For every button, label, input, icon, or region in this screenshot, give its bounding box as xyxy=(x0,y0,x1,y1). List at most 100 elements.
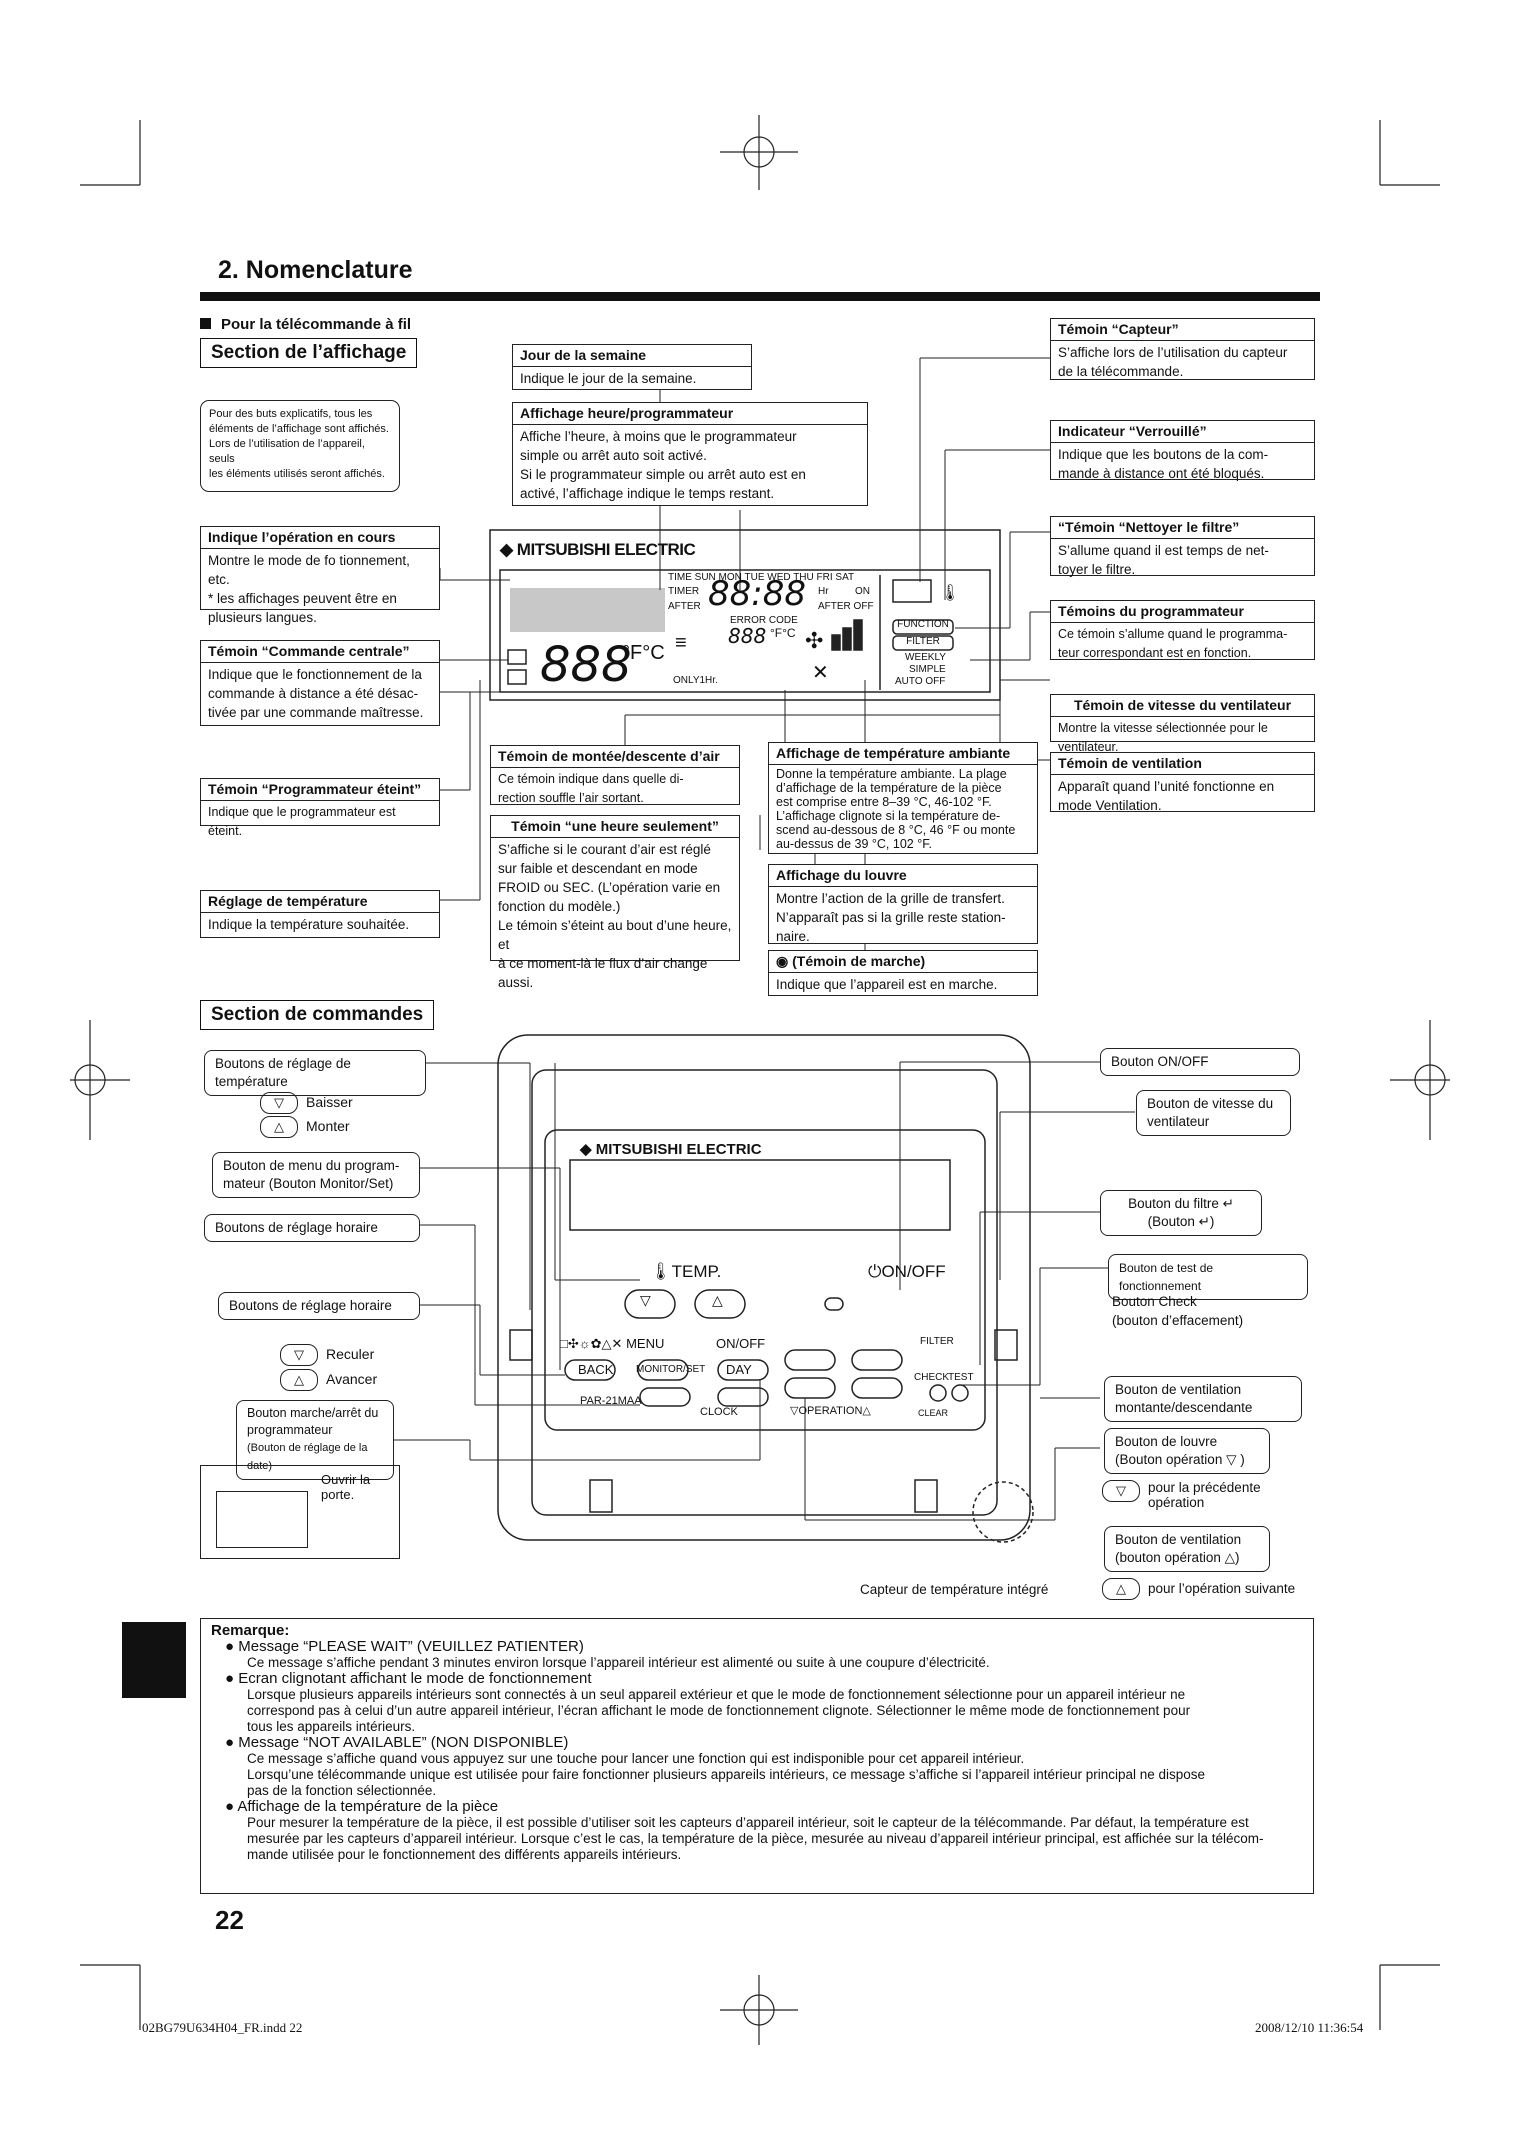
title-rule xyxy=(200,292,1320,301)
lcd-set-temp-unit: °F°C xyxy=(622,642,665,664)
label-fan-speed-button: Bouton de vitesse du ventilateur xyxy=(1136,1090,1291,1136)
lcd-timer: TIMER xyxy=(668,586,700,597)
label-ventilation-button: Bouton de ventilation (bouton opération … xyxy=(1104,1526,1270,1572)
clear-button[interactable]: CLEAR xyxy=(918,1408,949,1418)
explanatory-note: Pour des buts explicatifs, tous les élém… xyxy=(200,400,400,492)
section-controls-title: Section de commandes xyxy=(200,1000,435,1030)
door-illustration: Ouvrir la porte. xyxy=(200,1465,400,1559)
lcd-filter: FILTER xyxy=(906,636,940,647)
box-central-control: Témoin “Commande centrale”Indique que le… xyxy=(200,640,440,726)
remote-temp-label: 🌡TEMP. xyxy=(650,1262,722,1281)
label-filter-button: Bouton du filtre ↵ (Bouton ↵) xyxy=(1100,1190,1262,1236)
lcd-on: ON xyxy=(855,586,870,597)
check-button[interactable]: CHECK xyxy=(914,1372,950,1383)
label-menu-button: Bouton de menu du program- mateur (Bouto… xyxy=(212,1152,420,1198)
mitsubishi-logo-icon: ◆ xyxy=(580,1141,596,1158)
day-button[interactable]: DAY xyxy=(726,1362,752,1377)
label-time-buttons-2: Boutons de réglage horaire xyxy=(218,1292,420,1320)
clock-button[interactable]: CLOCK xyxy=(700,1406,738,1418)
temp-down-button[interactable]: ▽ xyxy=(640,1292,651,1308)
ventilation-icon: ✕ xyxy=(812,662,829,684)
label-test-button: Bouton de test de fonctionnement xyxy=(1108,1254,1308,1300)
box-sensor: Témoin “Capteur”S’affiche lors de l’util… xyxy=(1050,318,1315,380)
remote-door-icon xyxy=(216,1491,308,1548)
lcd-after: AFTER xyxy=(668,601,701,612)
lcd-room-temp-unit: °F°C xyxy=(770,626,796,640)
label-forward: △Avancer xyxy=(280,1369,377,1391)
up-triangle-icon: △ xyxy=(260,1116,298,1138)
language-tab-marker xyxy=(122,1622,186,1698)
remote-menu-label: □✣☼✿△✕ MENU xyxy=(560,1336,665,1351)
label-next-op: △pour l’opération suivante xyxy=(1102,1578,1295,1600)
lcd-function: FUNCTION xyxy=(897,619,949,630)
airflow-icon: ≡ xyxy=(675,632,687,654)
down-triangle-icon: ▽ xyxy=(1102,1480,1140,1502)
lcd-auto-off: AUTO OFF xyxy=(895,676,946,687)
footer-date: 2008/12/10 11:36:54 xyxy=(1255,2020,1364,2035)
sensor-thermometer-icon: 🌡 xyxy=(940,585,961,602)
temp-up-button[interactable]: △ xyxy=(712,1292,723,1308)
mode-icons: □✣☼✿△✕ xyxy=(560,1336,627,1351)
box-locked: Indicateur “Verrouillé”Indique que les b… xyxy=(1050,420,1315,481)
label-onoff-button: Bouton ON/OFF xyxy=(1100,1048,1300,1076)
remote-brand: ◆ MITSUBISHI ELECTRIC xyxy=(580,1141,762,1158)
lcd-hr: Hr xyxy=(818,586,829,597)
label-timer-onoff: Bouton marche/arrêt du programmateur(Bou… xyxy=(236,1400,394,1480)
box-timer-off: Témoin “Programmateur éteint”Indique que… xyxy=(200,778,440,838)
lcd-after-off: AFTER OFF xyxy=(818,601,874,612)
lcd-clock-digits: 88:88 xyxy=(708,574,806,614)
monitor-set-button[interactable]: MONITOR/SET xyxy=(636,1364,706,1375)
lcd-set-temp-digits: 888 xyxy=(540,637,632,693)
test-button[interactable]: TEST xyxy=(948,1372,974,1383)
box-one-hour-only: Témoin “une heure seulement”S’affiche si… xyxy=(490,815,740,990)
label-back: ▽Reculer xyxy=(280,1344,374,1366)
lcd-brand: ◆ MITSUBISHI ELECTRIC xyxy=(500,540,696,559)
square-bullet-icon xyxy=(200,318,211,329)
lcd-room-temp-digits: 888 xyxy=(728,624,767,648)
label-built-in-sensor: Capteur de température intégré xyxy=(860,1582,1049,1597)
label-raise: △Monter xyxy=(260,1116,350,1138)
page-title: 2. Nomenclature xyxy=(218,256,413,284)
footer-file: 02BG79U634H04_FR.indd 22 xyxy=(142,2020,303,2035)
label-lower: ▽Baisser xyxy=(260,1092,353,1114)
down-triangle-icon: ▽ xyxy=(260,1092,298,1114)
label-louver-button: Bouton de louvre (Bouton opération ▽ ) xyxy=(1104,1428,1270,1474)
label-check-button: Bouton Check (bouton d’effacement) xyxy=(1112,1294,1244,1328)
up-triangle-icon: △ xyxy=(280,1369,318,1391)
filter-button[interactable]: FILTER xyxy=(920,1336,954,1347)
lcd-simple: SIMPLE xyxy=(909,664,946,675)
lcd-error-code: ERROR CODE xyxy=(730,615,798,626)
remote-timer-onoff-label: ON/OFF xyxy=(716,1336,766,1351)
lcd-days: TIME SUN MON TUE WED THU FRI SAT xyxy=(668,572,855,583)
power-icon: ⏻ xyxy=(868,1262,882,1281)
mitsubishi-logo-icon: ◆ xyxy=(500,540,517,559)
down-triangle-icon: ▽ xyxy=(280,1344,318,1366)
page-number: 22 xyxy=(215,1905,244,1935)
section-display-title: Section de l’affichage xyxy=(200,338,418,368)
run-indicator-icon: ◉ xyxy=(776,953,793,969)
label-previous-op: ▽pour la précédente opération xyxy=(1102,1480,1261,1510)
label-vane-button: Bouton de ventilation montante/descendan… xyxy=(1104,1376,1302,1422)
back-button[interactable]: BACK xyxy=(578,1362,614,1377)
remote-model: PAR-21MAA xyxy=(580,1395,642,1407)
thermometer-icon: 🌡 xyxy=(650,1262,672,1281)
label-time-buttons-1: Boutons de réglage horaire xyxy=(204,1214,420,1242)
lcd-weekly: WEEKLY xyxy=(905,652,946,663)
remark-box: Remarque: Message “PLEASE WAIT” (VEUILLE… xyxy=(200,1618,1314,1894)
remote-onoff-label: ⏻ON/OFF xyxy=(868,1262,946,1281)
box-run-indicator: ◉ (Témoin de marche)Indique que l’appare… xyxy=(768,950,1038,996)
operation-buttons[interactable]: ▽OPERATION△ xyxy=(790,1405,871,1417)
label-temp-buttons: Boutons de réglage de température xyxy=(204,1050,426,1096)
lcd-only-1hr: ONLY1Hr. xyxy=(673,675,718,686)
up-triangle-icon: △ xyxy=(1102,1578,1140,1600)
